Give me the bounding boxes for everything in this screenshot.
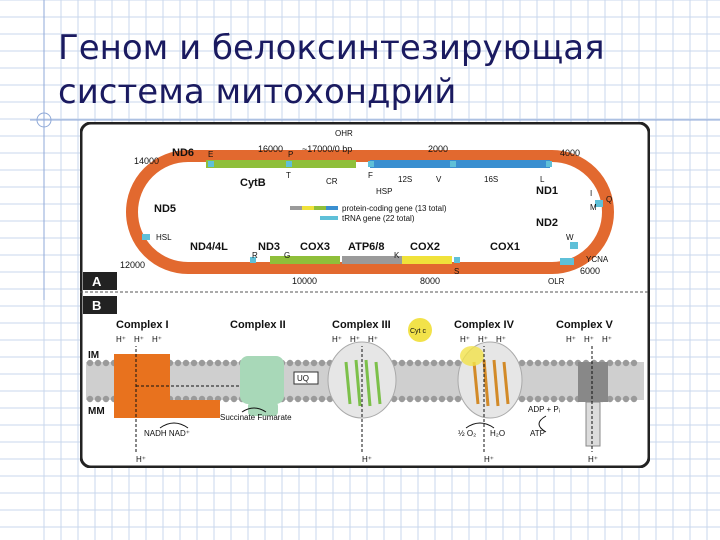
succinate-label: Succinate Fumarate xyxy=(220,413,292,422)
complex-ii-shape xyxy=(240,356,284,404)
pos-10000: 10000 xyxy=(292,276,317,286)
hplus-c5-c: H⁺ xyxy=(602,335,612,344)
gene-nd1: ND1 xyxy=(536,185,558,197)
atp-label: ATP xyxy=(530,429,545,438)
pos-4000: 4000 xyxy=(560,148,580,158)
hplus-c1-b: H⁺ xyxy=(134,335,144,344)
hplus-c4-bottom: H⁺ xyxy=(484,455,494,464)
region-cr: CR xyxy=(326,177,338,186)
trna-e: E xyxy=(208,150,213,159)
region-hsl: HSL xyxy=(156,233,172,242)
uq-box xyxy=(293,371,319,385)
hplus-c4-c: H⁺ xyxy=(496,335,506,344)
h2o-label: H₂O xyxy=(490,429,505,438)
trna-q: Q xyxy=(606,195,612,204)
hplus-c4-a: H⁺ xyxy=(460,335,470,344)
trna-r: R xyxy=(252,251,258,260)
complex-iii-label: Complex III xyxy=(332,319,391,331)
hplus-c3-a: H⁺ xyxy=(332,335,342,344)
hplus-c1-c: H⁺ xyxy=(152,335,162,344)
cytc-label: Cyt c xyxy=(410,328,426,335)
title-line-1: Геном и белоксинтезирующая xyxy=(58,28,605,68)
hplus-c3-bottom: H⁺ xyxy=(362,455,372,464)
legend-protein: protein-coding gene (13 total) xyxy=(342,204,447,213)
hplus-c3-b: H⁺ xyxy=(350,335,360,344)
hplus-c1-a: H⁺ xyxy=(116,335,126,344)
nadh-label: NADH NAD⁺ xyxy=(144,429,190,438)
complex-v-shape xyxy=(578,362,608,402)
pos-16000: 16000 xyxy=(258,144,283,154)
mtdna-ring-outer xyxy=(126,150,614,274)
pos-6000: 6000 xyxy=(580,266,600,276)
trna-p: P xyxy=(288,150,293,159)
hplus-c5-b: H⁺ xyxy=(584,335,594,344)
gene-atp6-8: ATP6/8 xyxy=(348,241,384,253)
gene-nd6: ND6 xyxy=(172,147,194,159)
gene-cox3: COX3 xyxy=(300,241,330,253)
gene-nd4-4l: ND4/4L xyxy=(190,241,228,253)
panel-a-label-box xyxy=(83,272,117,290)
legend: protein-coding gene (13 total) tRNA gene… xyxy=(290,204,447,223)
uq-label: UQ xyxy=(297,374,309,383)
trna-g: G xyxy=(284,251,290,260)
complex-v-label: Complex V xyxy=(556,319,614,331)
o2-label: ½ O₂ xyxy=(458,429,476,438)
trna-i: I xyxy=(590,189,592,198)
title-line-2: система митохондрий xyxy=(58,72,457,112)
membrane-im: IM xyxy=(88,350,99,361)
pos-17000: ~17000/0 bp xyxy=(302,144,352,154)
legend-trna: tRNA gene (22 total) xyxy=(342,214,415,223)
hplus-c5-a: H⁺ xyxy=(566,335,576,344)
pos-2000: 2000 xyxy=(428,144,448,154)
hplus-c5-bottom: H⁺ xyxy=(588,455,598,464)
trna-l: L xyxy=(540,175,545,184)
hplus-c4-b: H⁺ xyxy=(478,335,488,344)
gene-cox1: COX1 xyxy=(490,241,520,253)
pos-14000: 14000 xyxy=(134,156,159,166)
rrna-12s: 12S xyxy=(398,175,412,184)
trna-k: K xyxy=(394,251,400,260)
mitochondria-figure: 14000 16000 ~17000/0 bp 2000 4000 6000 8… xyxy=(80,122,650,468)
panel-b-etc: Complex I Complex II Complex III Complex… xyxy=(86,318,644,464)
gene-cytb: CytB xyxy=(240,177,266,189)
membrane-mm: MM xyxy=(88,406,105,417)
trna-ycna: YCNA xyxy=(586,255,609,264)
region-olr: OLR xyxy=(548,277,565,286)
trna-f: F xyxy=(368,171,373,180)
hplus-c1-bottom: H⁺ xyxy=(136,455,146,464)
gene-nd2: ND2 xyxy=(536,217,558,229)
adp-label: ADP + Pᵢ xyxy=(528,405,560,414)
panel-b-label-box xyxy=(83,296,117,314)
rrna-16s: 16S xyxy=(484,175,498,184)
complex-i-label: Complex I xyxy=(116,319,169,331)
slide-title: Геном и белоксинтезирующая система митох… xyxy=(58,26,678,114)
trna-t: T xyxy=(286,171,291,180)
complex-ii-label: Complex II xyxy=(230,319,286,331)
gene-nd3: ND3 xyxy=(258,241,280,253)
trna-w: W xyxy=(566,233,574,242)
region-ohr: OHR xyxy=(335,129,353,138)
pos-8000: 8000 xyxy=(420,276,440,286)
trna-m: M xyxy=(590,203,597,212)
complex-iv-label: Complex IV xyxy=(454,319,515,331)
hplus-c3-c: H⁺ xyxy=(368,335,378,344)
panel-a-mtdna-map: 14000 16000 ~17000/0 bp 2000 4000 6000 8… xyxy=(120,129,614,286)
panel-b-label: B xyxy=(92,298,101,313)
trna-v: V xyxy=(436,175,442,184)
gene-nd5: ND5 xyxy=(154,203,176,215)
trna-s: S xyxy=(454,267,459,276)
gene-cox2: COX2 xyxy=(410,241,440,253)
pos-12000: 12000 xyxy=(120,260,145,270)
region-hsp: HSP xyxy=(376,187,392,196)
panel-a-label: A xyxy=(92,274,102,289)
cytochrome-c xyxy=(408,318,432,342)
